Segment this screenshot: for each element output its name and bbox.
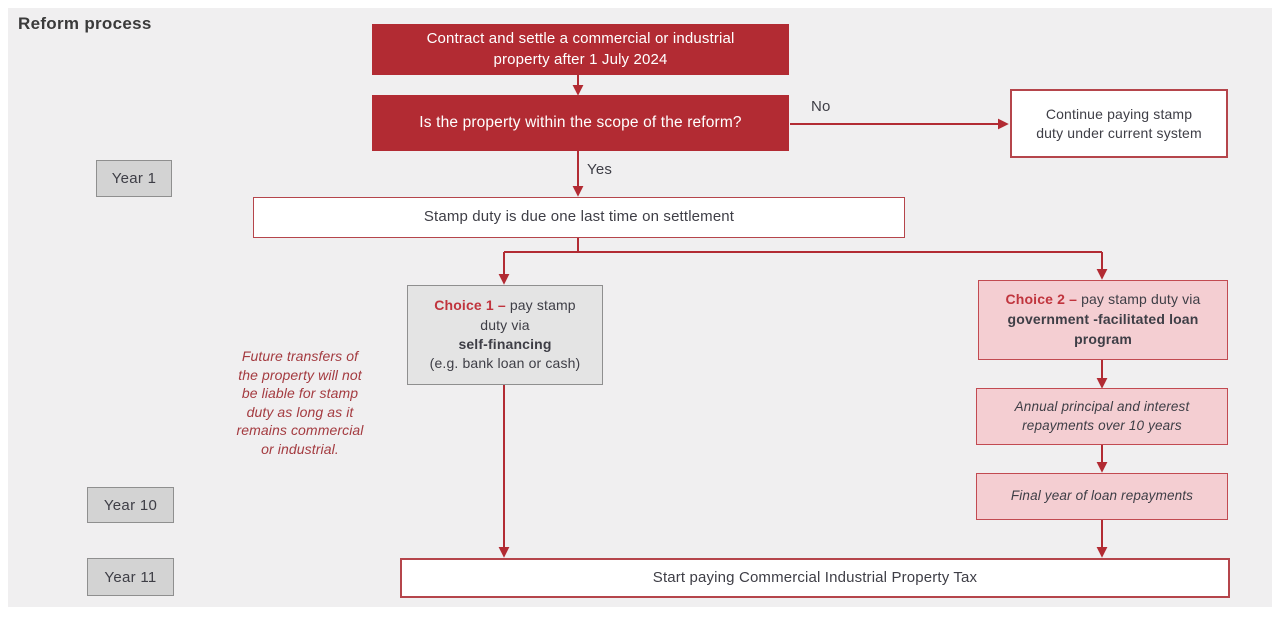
choice-1-label: Choice 1 – — [434, 297, 506, 314]
yes-branch-label: Yes — [587, 161, 613, 178]
flow-node-start-property-tax: Start paying Commercial Industrial Prope… — [400, 558, 1230, 598]
flow-node-choice-2: Choice 2 – pay stamp duty via government… — [978, 280, 1228, 360]
year-1-label: Year 1 — [111, 170, 157, 187]
future-transfers-note: Future transfers of the property will no… — [236, 348, 364, 458]
current-system-text: Continue paying stamp duty under current… — [1036, 106, 1202, 141]
year-11-label: Year 11 — [104, 568, 157, 586]
year-10-label: Year 10 — [103, 496, 158, 514]
branch-split-line — [504, 238, 1102, 253]
flow-node-annual-repayments: Annual principal and interest repayments… — [976, 388, 1228, 445]
flow-node-scope-question: Is the property within the scope of the … — [372, 95, 789, 151]
annual-repayments-text: Annual principal and interest repayments… — [1014, 399, 1190, 433]
timeline-year-1: Year 1 — [96, 160, 172, 197]
stamp-due-text: Stamp duty is due one last time on settl… — [423, 208, 735, 226]
start-property-tax-text: Start paying Commercial Industrial Prope… — [652, 568, 978, 586]
choice-1-note: (e.g. bank loan or cash) — [429, 355, 581, 372]
choice-2-bold-text: government -facilitated loan program — [1007, 311, 1199, 347]
choice-2-text: pay stamp duty via — [1081, 291, 1201, 308]
flow-node-final-year: Final year of loan repayments — [976, 473, 1228, 520]
timeline-year-11: Year 11 — [87, 558, 174, 596]
choice-2-label: Choice 2 – — [1005, 291, 1078, 308]
choice-1-text: pay stamp duty via — [480, 297, 576, 333]
flow-node-contract-settle: Contract and settle a commercial or indu… — [372, 24, 789, 75]
no-branch-label: No — [811, 98, 831, 115]
final-year-text: Final year of loan repayments — [1010, 488, 1194, 504]
timeline-year-10: Year 10 — [87, 487, 174, 523]
contract-settle-text: Contract and settle a commercial or indu… — [426, 30, 735, 68]
flow-node-current-system: Continue paying stamp duty under current… — [1010, 89, 1228, 158]
choice-1-bold-text: self-financing — [458, 336, 552, 352]
flow-node-choice-1: Choice 1 – pay stamp duty via self-finan… — [407, 285, 603, 385]
flow-node-stamp-due: Stamp duty is due one last time on settl… — [253, 197, 905, 238]
page-title: Reform process — [18, 14, 152, 33]
scope-question-text: Is the property within the scope of the … — [419, 113, 742, 131]
